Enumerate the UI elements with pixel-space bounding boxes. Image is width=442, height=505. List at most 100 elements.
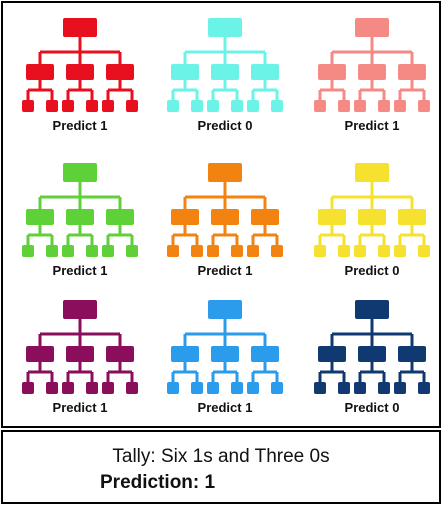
root-node [355,163,389,182]
leaf-node [247,382,259,394]
decision-tree-1: Predict 1 [20,18,140,133]
root-node [63,300,97,319]
leaf-node [207,100,219,112]
mid-node [358,346,386,362]
leaf-node [354,382,366,394]
decision-tree-9: Predict 0 [312,300,432,415]
mid-node [171,346,199,362]
leaf-node [62,382,74,394]
leaf-node [418,382,430,394]
mid-node [358,64,386,80]
mid-node [171,209,199,225]
mid-node [318,64,346,80]
mid-node [318,209,346,225]
leaf-node [191,245,203,257]
root-node [208,300,242,319]
decision-tree-8: Predict 1 [165,300,285,415]
mid-node [398,64,426,80]
leaf-node [167,382,179,394]
leaf-node [207,382,219,394]
tree-prediction-label: Predict 1 [52,118,108,133]
leaf-node [231,100,243,112]
leaf-node [46,100,58,112]
trees-panel [1,1,441,428]
decision-tree-2: Predict 0 [165,18,285,133]
leaf-node [102,100,114,112]
leaf-node [191,100,203,112]
leaf-node [102,245,114,257]
leaf-node [314,382,326,394]
tree-prediction-label: Predict 0 [197,118,253,133]
tree-icon [167,300,283,394]
leaf-node [271,245,283,257]
leaf-node [418,245,430,257]
mid-node [211,209,239,225]
leaf-node [22,100,34,112]
leaf-node [354,100,366,112]
leaf-node [22,245,34,257]
mid-node [66,346,94,362]
root-node [208,18,242,37]
decision-tree-7: Predict 1 [20,300,140,415]
leaf-node [126,382,138,394]
leaf-node [378,245,390,257]
mid-node [358,209,386,225]
tree-prediction-label: Predict 1 [52,263,108,278]
mid-node [106,346,134,362]
tree-prediction-label: Predict 0 [344,263,400,278]
mid-node [251,346,279,362]
tally-text: Tally: Six 1s and Three 0s [112,446,330,467]
leaf-node [46,382,58,394]
mid-node [318,346,346,362]
mid-node [106,209,134,225]
root-node [208,163,242,182]
leaf-node [338,100,350,112]
root-node [355,300,389,319]
mid-node [26,346,54,362]
tree-icon [314,163,430,257]
leaf-node [378,100,390,112]
root-node [63,163,97,182]
mid-node [398,346,426,362]
decision-tree-5: Predict 1 [165,163,285,278]
tree-icon [22,18,138,112]
leaf-node [46,245,58,257]
mid-node [171,64,199,80]
tree-prediction-label: Predict 0 [344,400,400,415]
leaf-node [191,382,203,394]
leaf-node [394,245,406,257]
leaf-node [271,100,283,112]
leaf-node [338,245,350,257]
leaf-node [62,245,74,257]
mid-node [251,64,279,80]
tree-icon [22,300,138,394]
mid-node [211,64,239,80]
prediction-text: Prediction: 1 [100,472,216,493]
mid-node [66,64,94,80]
tree-icon [167,163,283,257]
tree-prediction-label: Predict 1 [344,118,400,133]
leaf-node [86,245,98,257]
leaf-node [418,100,430,112]
leaf-node [22,382,34,394]
leaf-node [314,100,326,112]
leaf-node [247,245,259,257]
decision-tree-6: Predict 0 [312,163,432,278]
mid-node [211,346,239,362]
leaf-node [394,100,406,112]
tree-icon [314,18,430,112]
leaf-node [247,100,259,112]
leaf-node [271,382,283,394]
tree-icon [167,18,283,112]
leaf-node [314,245,326,257]
leaf-node [354,245,366,257]
mid-node [251,209,279,225]
leaf-node [126,100,138,112]
leaf-node [231,382,243,394]
mid-node [26,209,54,225]
leaf-node [231,245,243,257]
leaf-node [62,100,74,112]
leaf-node [86,100,98,112]
leaf-node [338,382,350,394]
